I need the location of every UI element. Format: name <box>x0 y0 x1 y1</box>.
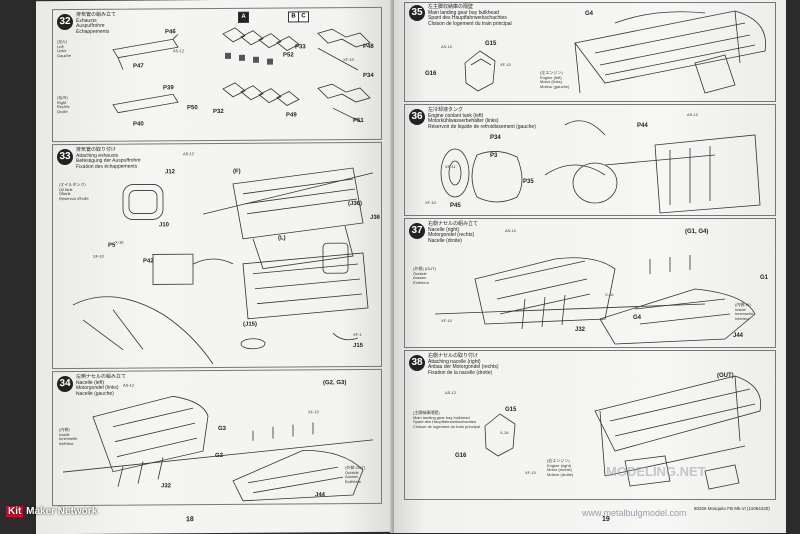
part-label: J32 <box>161 483 172 490</box>
left-page-number: 18 <box>186 516 194 524</box>
part-label: J44 <box>315 492 326 499</box>
part-label: P34 <box>490 135 501 141</box>
part-label: J12 <box>165 169 176 176</box>
part-label: P51 <box>353 117 364 125</box>
step-32-drawing <box>112 27 371 123</box>
part-label: P47 <box>133 63 144 70</box>
part-label: P42 <box>143 258 154 265</box>
paint-marker: XF-10 <box>343 57 354 63</box>
paint-marker: XF-10 <box>425 200 436 205</box>
part-label: J10 <box>159 222 170 229</box>
modeling-net-watermark: MODELING.NET <box>606 464 706 479</box>
paint-marker: XF-10 <box>441 318 452 323</box>
part-label: (G2, G3) <box>323 380 347 387</box>
paint-marker: XF-10 <box>525 470 536 475</box>
part-label: (OUT) <box>717 373 734 379</box>
part-label: J32 <box>575 327 586 333</box>
paint-marker: XF-11 <box>445 164 456 169</box>
step-35-drawing <box>464 10 767 94</box>
paint-marker: XF-10 <box>500 62 511 67</box>
part-label: G3 <box>218 425 227 432</box>
part-label: P50 <box>187 105 198 112</box>
part-label: G2 <box>215 452 224 459</box>
paint-marker: AS-12 <box>505 228 517 233</box>
kitmaker-watermark: Kit Maker Network <box>6 506 98 517</box>
paint-marker: AS-12 <box>445 390 457 395</box>
paint-marker: X-16 <box>115 239 124 245</box>
paint-marker: AS-12 <box>687 112 699 117</box>
part-label: P44 <box>637 123 648 129</box>
paint-marker: XF-10 <box>93 253 104 259</box>
part-label: P46 <box>165 29 176 36</box>
part-label: G1 <box>760 275 769 281</box>
part-label: G15 <box>505 407 517 413</box>
part-label: (L) <box>278 235 286 242</box>
step-38-drawing <box>484 375 762 490</box>
page-footer: 60326 Mosquito FB Mk.VI (11064420) <box>694 506 770 511</box>
part-label: P39 <box>163 85 174 92</box>
part-label: (G1, G4) <box>685 229 709 235</box>
part-label: P48 <box>363 43 374 50</box>
part-label: G16 <box>425 71 437 77</box>
paint-marker: XF-10 <box>308 409 319 415</box>
part-label: (J15) <box>243 321 258 328</box>
part-label: P35 <box>523 179 534 185</box>
step-38-number: 38 <box>409 355 425 371</box>
right-page-number: 19 <box>602 516 610 523</box>
part-label: P3 <box>490 153 498 159</box>
step-36-number: 36 <box>409 109 425 125</box>
part-label: P33 <box>295 44 306 51</box>
part-label: (J36) <box>348 200 363 208</box>
site-url-watermark: www.metalbulgmodel.com <box>582 508 687 518</box>
part-label: G4 <box>633 315 642 321</box>
step-35-engine-label: (左エンジン)Engine (left)Motor (links)Moteur … <box>540 70 570 89</box>
part-label: P40 <box>133 121 144 128</box>
part-label: P52 <box>283 52 294 59</box>
paint-marker: AS-12 <box>123 382 135 388</box>
paint-marker: X-16 <box>605 292 614 297</box>
paint-marker: XF-1 <box>353 331 362 338</box>
step-35-number: 35 <box>409 5 425 21</box>
part-label: G16 <box>455 453 467 459</box>
step-38-engine-label: (右エンジン)Engine (right)Motor (rechts)Moteu… <box>547 458 574 477</box>
paint-marker: AS-12 <box>173 48 185 54</box>
part-label: G4 <box>585 11 594 17</box>
part-label: P34 <box>363 72 374 79</box>
step-37-number: 37 <box>409 223 425 239</box>
step-37-drawing <box>434 255 756 345</box>
part-label: G15 <box>485 41 497 47</box>
step-34-drawing <box>62 395 374 502</box>
part-label: J36 <box>370 214 381 221</box>
step-36-drawing <box>440 120 761 214</box>
paint-marker: AS-12 <box>183 151 195 157</box>
paint-marker: X-16 <box>500 430 509 435</box>
step-33-drawing <box>72 167 374 365</box>
part-label: J44 <box>733 333 744 339</box>
part-label: P45 <box>450 203 461 209</box>
part-label: (F) <box>233 168 241 175</box>
paint-marker: AS-12 <box>441 44 453 49</box>
part-label: J15 <box>353 342 364 350</box>
part-label: P49 <box>286 112 297 119</box>
part-label: P32 <box>213 108 224 116</box>
